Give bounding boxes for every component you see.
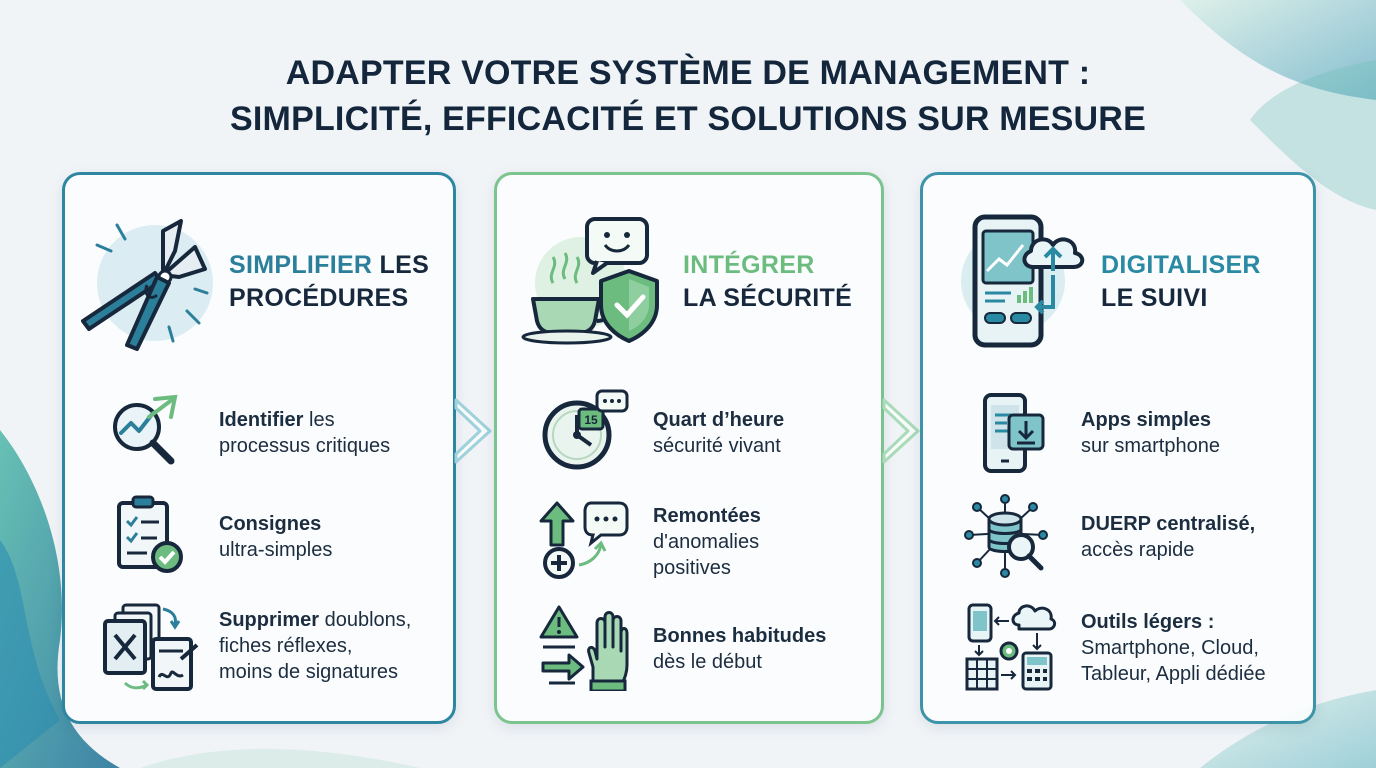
item-quart-heure: Quart d’heure sécurité vivant <box>653 407 784 459</box>
item-line-3: positives <box>653 557 731 579</box>
warning-glove-icon <box>539 603 629 691</box>
column-title: DIGITALISER LE SUIVI <box>1101 249 1261 315</box>
item-bonnes-habitudes: Bonnes habitudes dès le début <box>653 623 826 675</box>
magnifier-trend-icon <box>107 391 183 467</box>
item-consignes: Consignes ultra-simples <box>219 511 332 563</box>
item-outils-legers: Outils légers : Smartphone, Cloud, Table… <box>1081 609 1266 687</box>
column-title: INTÉGRER LA SÉCURITÉ <box>683 249 852 315</box>
item-remontees: Remontées d'anomalies positives <box>653 503 761 581</box>
title-accent: SIMPLIFIER <box>229 251 373 279</box>
timer-label: 15 <box>584 413 598 427</box>
pruning-shears-icon <box>77 211 217 351</box>
item-supprimer: Supprimer doublons, fiches réflexes, moi… <box>219 607 411 685</box>
title-rest: LES <box>372 251 430 279</box>
title-accent: DIGITALISER <box>1101 251 1261 279</box>
item-line-2: accès rapide <box>1081 539 1195 561</box>
phone-download-icon <box>977 391 1047 475</box>
item-line-2: d'anomalies <box>653 531 760 553</box>
chevron-right-icon <box>880 396 924 466</box>
item-bold: Supprimer <box>219 609 320 631</box>
light-tools-icon <box>963 599 1057 693</box>
item-bold: Remontées <box>653 505 761 527</box>
item-bold: DUERP centralisé, <box>1081 513 1256 535</box>
item-line-2: fiches réflexes, <box>219 635 353 657</box>
item-duerp: DUERP centralisé, accès rapide <box>1081 511 1255 563</box>
item-line-2: dès le début <box>653 651 762 673</box>
item-bold: Consignes <box>219 513 322 535</box>
title-line-2: LE SUIVI <box>1101 284 1208 312</box>
title-line-2: SIMPLICITÉ, EFFICACITÉ ET SOLUTIONS SUR … <box>230 100 1146 138</box>
timer-15-icon: 15 <box>537 389 631 473</box>
chevron-right-icon <box>452 396 496 466</box>
title-line-1: ADAPTER VOTRE SYSTÈME DE MANAGEMENT : <box>285 54 1091 92</box>
item-rest: les <box>303 409 335 431</box>
column-simplifier: SIMPLIFIER LES PROCÉDURES Identifier les… <box>62 172 456 724</box>
item-line-2: sécurité vivant <box>653 435 781 457</box>
column-title: SIMPLIFIER LES PROCÉDURES <box>229 249 429 315</box>
title-line-2: PROCÉDURES <box>229 284 409 312</box>
item-bold: Bonnes habitudes <box>653 625 827 647</box>
item-line-2: sur smartphone <box>1081 435 1220 457</box>
title-line-2: LA SÉCURITÉ <box>683 284 853 312</box>
database-network-icon <box>963 493 1053 579</box>
item-bold: Outils légers : <box>1081 611 1215 633</box>
checklist-icon <box>113 493 189 579</box>
item-line-2: Smartphone, Cloud, <box>1081 637 1259 659</box>
title-accent: INTÉGRER <box>683 251 815 279</box>
column-digitaliser: DIGITALISER LE SUIVI Apps simples sur sm… <box>920 172 1316 724</box>
page-title: ADAPTER VOTRE SYSTÈME DE MANAGEMENT : SI… <box>0 50 1376 142</box>
column-integrer: INTÉGRER LA SÉCURITÉ 15 Quart d’heure sé… <box>494 172 884 724</box>
item-line-2: processus critiques <box>219 435 391 457</box>
item-line-3: moins de signatures <box>219 661 398 683</box>
item-bold: Quart d’heure <box>653 409 785 431</box>
item-apps-simples: Apps simples sur smartphone <box>1081 407 1220 459</box>
item-line-3: Tableur, Appli dédiée <box>1081 663 1266 685</box>
report-up-icon <box>539 497 629 581</box>
item-line-2: ultra-simples <box>219 539 333 561</box>
coffee-shield-icon <box>517 213 667 347</box>
item-bold: Apps simples <box>1081 409 1212 431</box>
item-bold: Identifier <box>219 409 304 431</box>
phone-cloud-icon <box>953 211 1093 349</box>
item-identifier: Identifier les processus critiques <box>219 407 390 459</box>
documents-sign-icon <box>101 599 201 695</box>
item-rest: doublons, <box>319 609 412 631</box>
